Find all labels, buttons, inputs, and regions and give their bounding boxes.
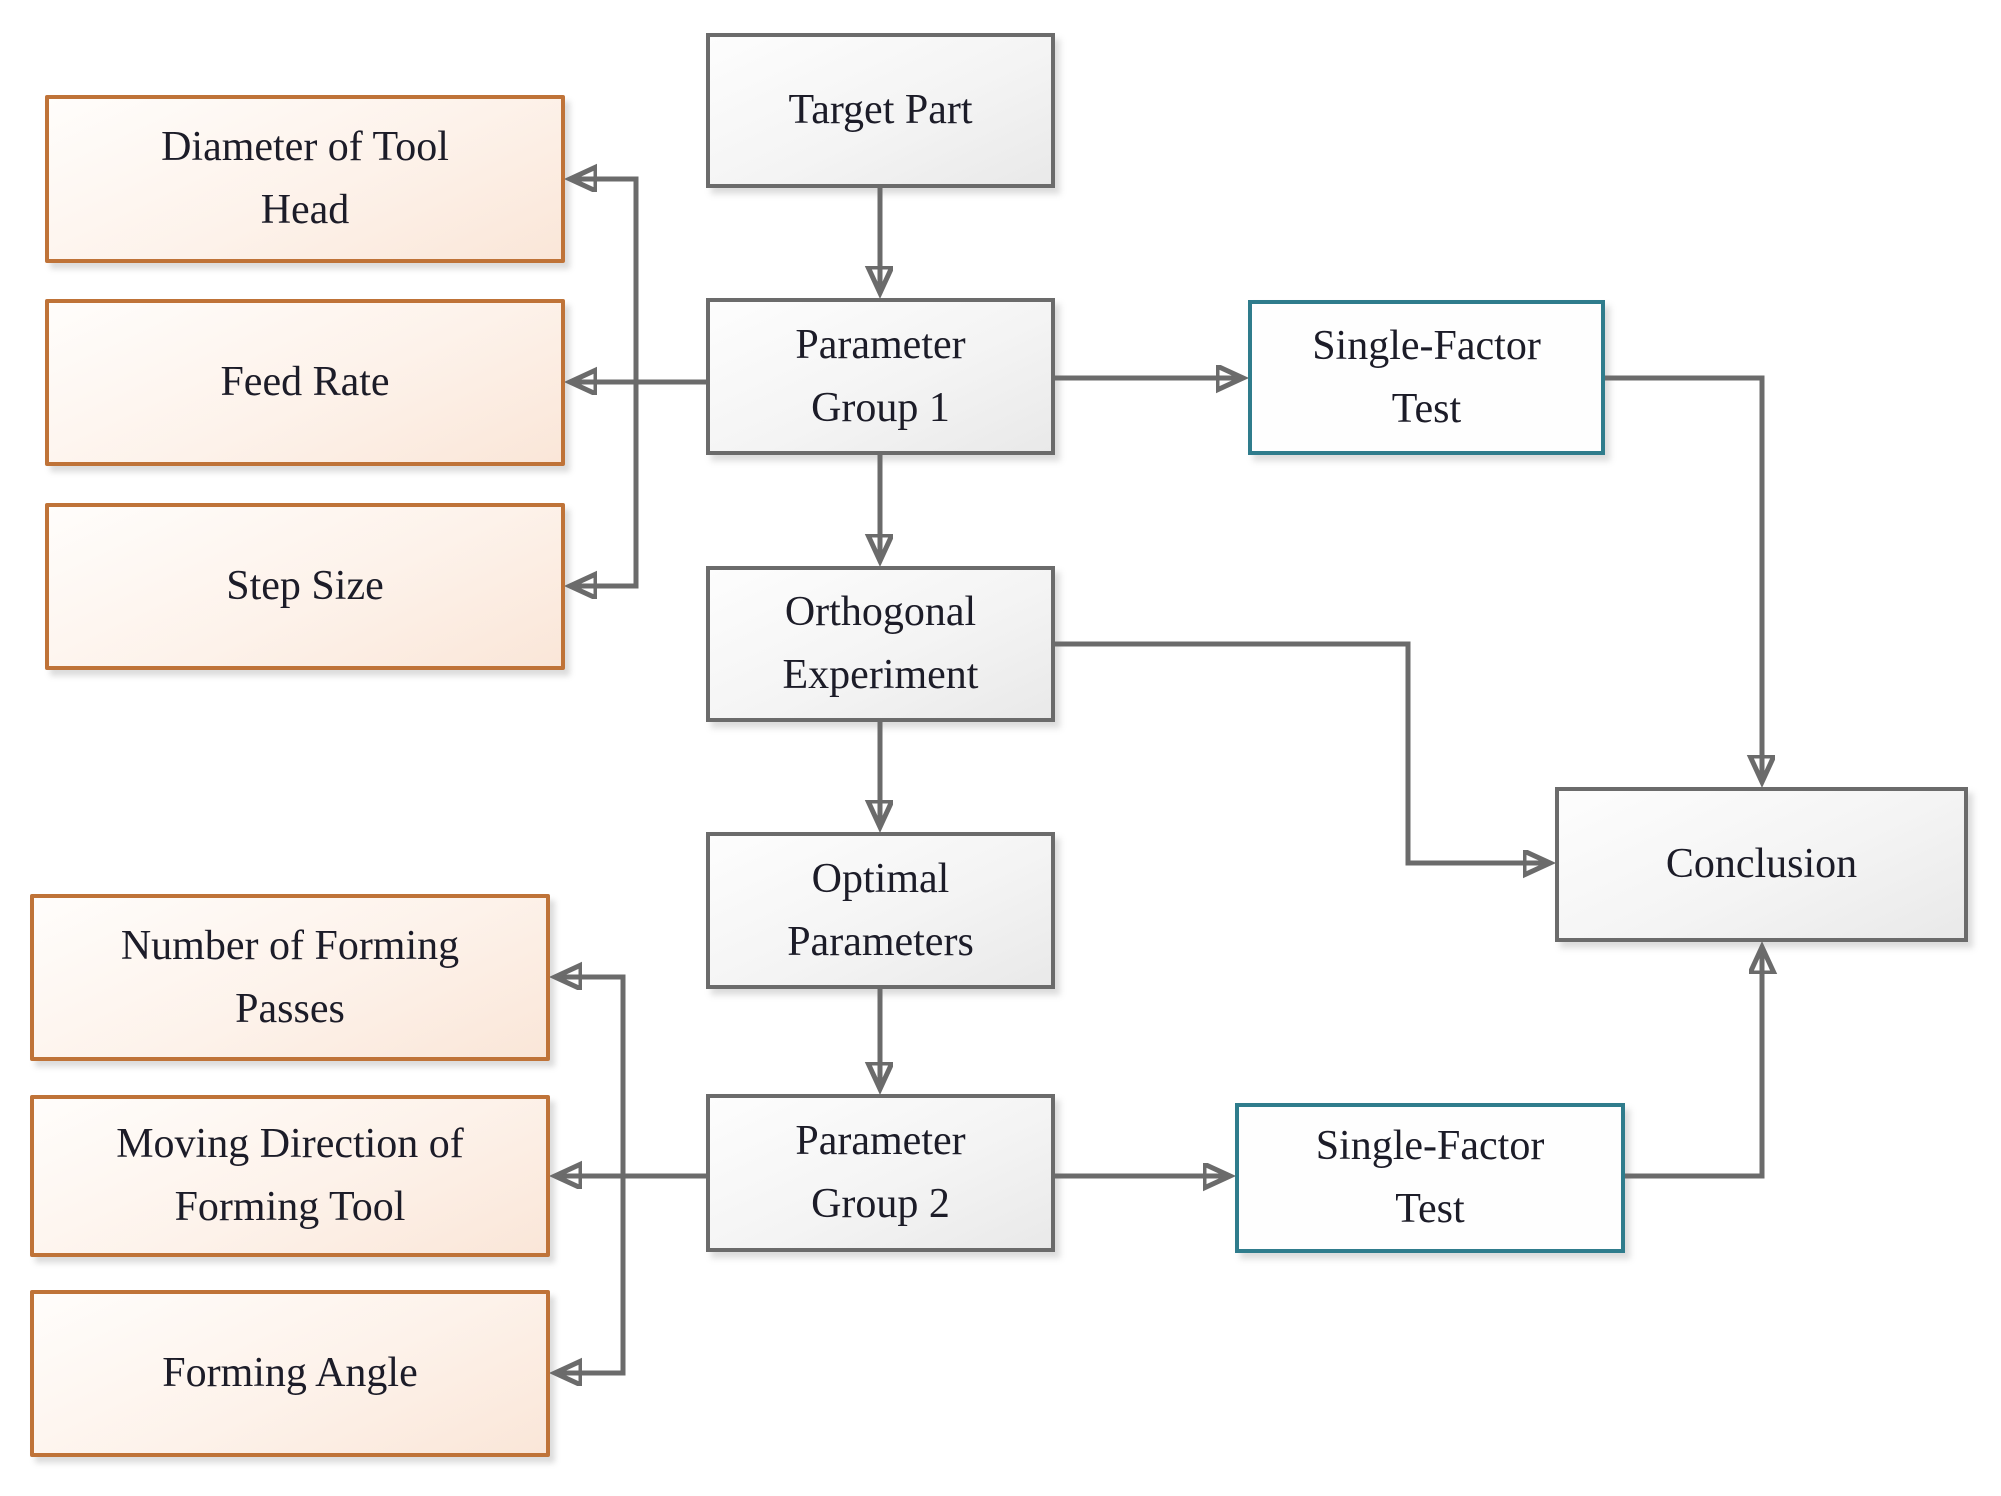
node-label: Parameter Group 1 bbox=[795, 321, 966, 431]
node-label: Number of Forming Passes bbox=[120, 922, 460, 1032]
node-parameter-group-1: Parameter Group 1 bbox=[706, 298, 1055, 455]
node-orthogonal-experiment: Orthogonal Experiment bbox=[706, 566, 1055, 722]
node-step-size: Step Size bbox=[45, 503, 565, 670]
node-single-factor-test-bottom: Single-Factor Test bbox=[1235, 1103, 1625, 1253]
node-number-of-forming-passes: Number of Forming Passes bbox=[30, 894, 550, 1061]
node-optimal-parameters: Optimal Parameters bbox=[706, 832, 1055, 989]
node-label: Optimal Parameters bbox=[787, 855, 974, 965]
node-label: Forming Angle bbox=[162, 1350, 418, 1396]
arrow-group2-to-passes bbox=[556, 977, 626, 1176]
node-label: Feed Rate bbox=[220, 359, 390, 405]
node-forming-angle: Forming Angle bbox=[30, 1290, 550, 1457]
node-conclusion: Conclusion bbox=[1555, 787, 1968, 942]
arrow-single-factor-test-bottom-to-conclusion bbox=[1625, 948, 1762, 1179]
node-label: Orthogonal Experiment bbox=[782, 589, 979, 698]
node-label: Target Part bbox=[788, 87, 973, 133]
node-label: Moving Direction of Forming Tool bbox=[116, 1121, 464, 1230]
node-moving-direction-of-forming-tool: Moving Direction of Forming Tool bbox=[30, 1095, 550, 1257]
node-feed-rate: Feed Rate bbox=[45, 299, 565, 466]
node-label: Single-Factor Test bbox=[1312, 322, 1541, 432]
arrow-group1-to-diameter bbox=[571, 179, 639, 382]
node-label: Parameter Group 2 bbox=[795, 1118, 966, 1227]
arrow-single-factor-test-top-to-conclusion bbox=[1605, 375, 1762, 781]
node-parameter-group-2: Parameter Group 2 bbox=[706, 1094, 1055, 1252]
arrow-group1-to-step-size bbox=[571, 382, 639, 586]
node-label: Diameter of Tool Head bbox=[161, 124, 449, 233]
node-label: Step Size bbox=[226, 563, 384, 609]
arrow-orthogonal-to-conclusion bbox=[1055, 641, 1549, 863]
arrow-group2-to-forming-angle bbox=[556, 1176, 626, 1373]
node-label: Single-Factor Test bbox=[1315, 1123, 1545, 1232]
node-diameter-of-tool-head: Diameter of Tool Head bbox=[45, 95, 565, 263]
node-single-factor-test-top: Single-Factor Test bbox=[1248, 300, 1605, 455]
node-target-part: Target Part bbox=[706, 33, 1055, 188]
node-label: Conclusion bbox=[1665, 841, 1858, 887]
